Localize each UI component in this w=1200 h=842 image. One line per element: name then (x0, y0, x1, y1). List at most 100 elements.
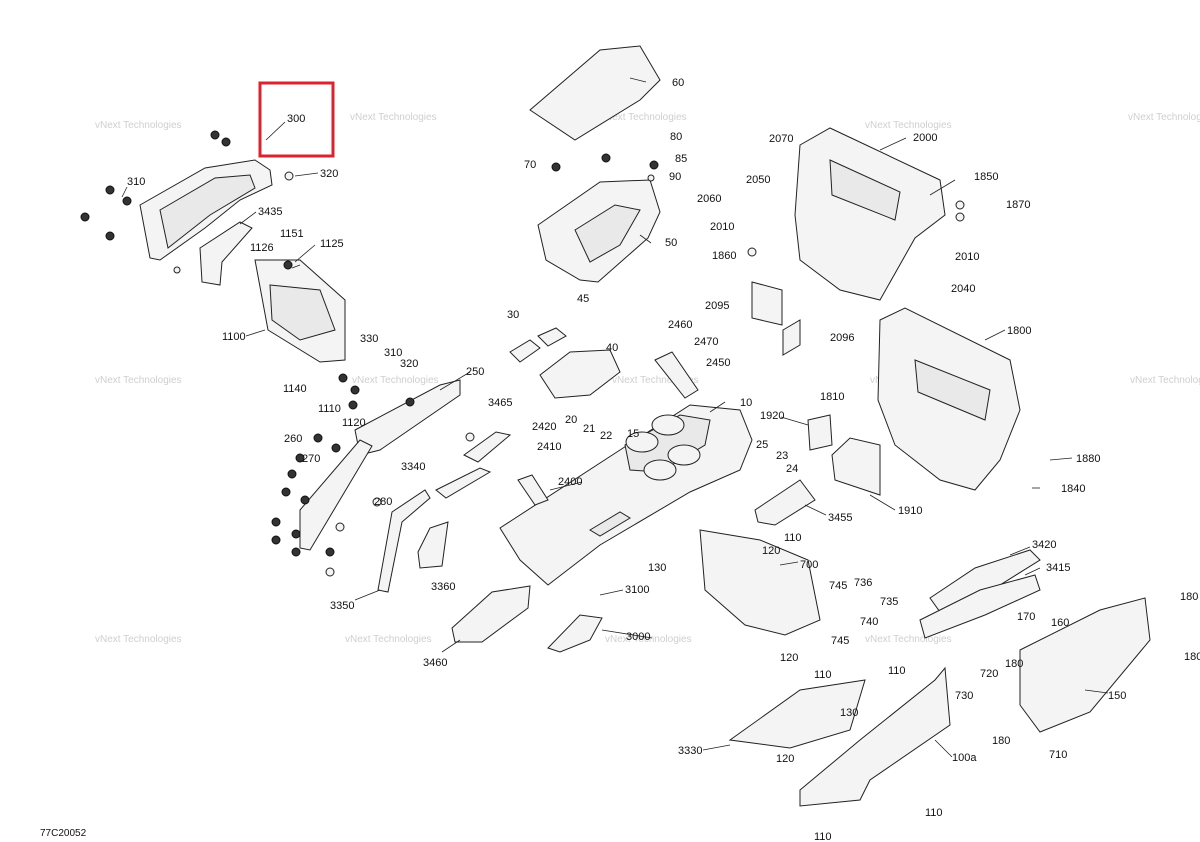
callout-label: 1810 (820, 391, 844, 403)
callout-label: 250 (466, 366, 484, 378)
watermark-text: vNext Technologies (350, 112, 437, 123)
callout-label: 180 (1184, 651, 1200, 663)
part-2400 (517, 474, 549, 506)
leader-lines (121, 77, 1109, 758)
callout-label: 280 (374, 496, 392, 508)
callout-label: 2400 (558, 476, 582, 488)
callout-label: 740 (860, 616, 878, 628)
callout-label: 25 (756, 439, 768, 451)
callout-label: 320 (400, 358, 418, 370)
callout-label: 320 (320, 168, 338, 180)
part-3435 (199, 221, 253, 286)
callout-label: 2060 (697, 193, 721, 205)
callout-label: 110 (784, 532, 802, 544)
callout-label: 30 (507, 309, 519, 321)
watermark-text: vNext Technologies (95, 120, 182, 131)
callout-label: 730 (955, 690, 973, 702)
callout-label: 1920 (760, 410, 784, 422)
part-700 (699, 529, 821, 636)
callout-label: 1151 (280, 228, 304, 240)
part-40 (539, 349, 621, 399)
callout-label: 735 (880, 596, 898, 608)
callout-label: 170 (1017, 611, 1035, 623)
callout-label: 110 (814, 831, 832, 842)
callout-label: 3455 (828, 512, 852, 524)
callout-label: 85 (675, 153, 687, 165)
watermark-text: vNext Technologies (1130, 375, 1200, 386)
callout-label: 310 (127, 176, 145, 188)
callout-label: 120 (776, 753, 794, 765)
callout-label: 330 (360, 333, 378, 345)
callout-label: 2096 (830, 332, 854, 344)
callout-label: 23 (776, 450, 788, 462)
callout-label: 710 (1049, 749, 1067, 761)
part-50 (537, 153, 661, 283)
part-10-console (499, 404, 753, 586)
callout-label: 1100 (222, 331, 246, 343)
callout-label: 2095 (705, 300, 729, 312)
callout-label: 15 (627, 428, 639, 440)
callout-label: 20 (565, 414, 577, 426)
callout-label: 22 (600, 430, 612, 442)
callout-label: 21 (583, 423, 595, 435)
watermark-text: vNext Technologies (345, 634, 432, 645)
callout-label: 700 (800, 559, 818, 571)
callout-label: 310 (384, 347, 402, 359)
callout-label: 2010 (955, 251, 979, 263)
callout-label: 1860 (712, 250, 736, 262)
callout-label: 3420 (1032, 539, 1056, 551)
watermark-text: vNext Technologies (865, 634, 952, 645)
part-100a (799, 666, 951, 807)
callout-label: 3000 (626, 631, 650, 643)
panel-300 (80, 130, 294, 274)
callout-label: 40 (606, 342, 618, 354)
callout-label: 24 (786, 463, 798, 475)
callout-label: 745 (831, 635, 849, 647)
callout-label: 3360 (431, 581, 455, 593)
callout-label: 2420 (532, 421, 556, 433)
callout-label: 2460 (668, 319, 692, 331)
callout-labels: 300 320 310 3435 1126 1151 1125 1100 330… (127, 77, 1200, 842)
part-30 (509, 327, 567, 363)
callout-label: 1880 (1076, 453, 1100, 465)
part-3350 (377, 489, 431, 593)
callout-label: 2040 (951, 283, 975, 295)
callout-label: 110 (925, 807, 943, 819)
callout-label: 90 (669, 171, 681, 183)
watermark-text: vNext Technologies (612, 375, 699, 386)
callout-label: 1126 (250, 242, 274, 254)
callout-label: 2450 (706, 357, 730, 369)
watermark-text: vNext Technologies (600, 112, 687, 123)
callout-label: 150 (1108, 690, 1126, 702)
part-1100 (254, 259, 346, 363)
part-2450 (654, 351, 699, 399)
callout-label: 60 (672, 77, 684, 89)
watermark-text: vNext Technologies (95, 634, 182, 645)
callout-label: 300 (287, 113, 305, 125)
watermark-text: vNext Technologies (1128, 112, 1200, 123)
callout-label: 1800 (1007, 325, 1031, 337)
callout-label: 2410 (537, 441, 561, 453)
callout-label: 70 (524, 159, 536, 171)
callout-label: 1840 (1061, 483, 1085, 495)
callout-label: 80 (670, 131, 682, 143)
callout-label: 50 (665, 237, 677, 249)
part-2095 (751, 281, 783, 326)
callout-label: 110 (814, 669, 832, 681)
callout-label: 45 (577, 293, 589, 305)
part-3340 (435, 467, 492, 499)
callout-label: 120 (762, 545, 780, 557)
callout-label: 736 (854, 577, 872, 589)
callout-label: 3330 (678, 745, 702, 757)
part-3000 (547, 614, 603, 653)
callout-label: 3460 (423, 657, 447, 669)
part-3455 (754, 479, 816, 526)
callout-label: 160 (1051, 617, 1069, 629)
callout-label: 3340 (401, 461, 425, 473)
part-150 (1019, 597, 1151, 733)
callout-label: 1110 (318, 403, 341, 415)
part-60 (529, 45, 661, 141)
part-3360 (417, 521, 449, 569)
watermark-text: vNext Technologies (95, 375, 182, 386)
